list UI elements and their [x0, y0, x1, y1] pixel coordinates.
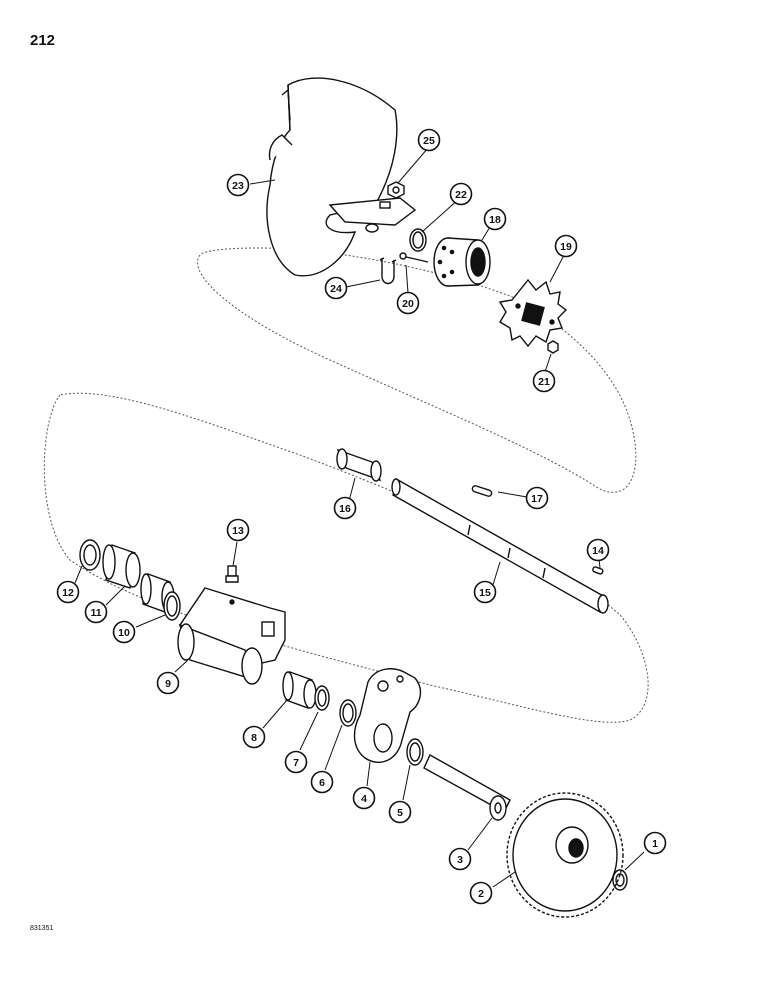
callout-24: 24: [324, 276, 348, 300]
callout-25-label: 25: [423, 135, 435, 147]
retaining-clip-part: [612, 869, 628, 891]
callout-4: 4: [352, 786, 376, 810]
small-nut-part: [547, 340, 559, 354]
auger-flighting-part: [266, 77, 417, 277]
callout-8-label: 8: [251, 732, 257, 744]
callout-19-label: 19: [560, 241, 572, 253]
needle-bearing-part: [282, 671, 317, 709]
callout-22: 22: [449, 182, 473, 206]
callout-5: 5: [388, 800, 412, 824]
upper-group-outline: [197, 247, 637, 493]
main-shaft-part: [391, 478, 609, 614]
lower-group-outline: [43, 392, 649, 723]
leader-lines: [74, 147, 645, 888]
nut-part: [387, 181, 405, 199]
bearing-ring-part: [163, 591, 181, 621]
callout-10-label: 10: [118, 627, 130, 639]
callout-9-label: 9: [165, 678, 171, 690]
callout-1-label: 1: [652, 838, 658, 850]
callout-7-label: 7: [293, 757, 299, 769]
callout-6-label: 6: [319, 777, 325, 789]
callout-3: 3: [448, 847, 472, 871]
shaft-key-part: [471, 485, 493, 497]
figure-code: 831351: [30, 925, 54, 932]
thrust-ring-part: [314, 685, 330, 711]
callout-17-label: 17: [531, 493, 543, 505]
callout-18: 18: [483, 207, 507, 231]
callout-17: 17: [525, 486, 549, 510]
callout-1: 1: [643, 831, 667, 855]
callout-10: 10: [112, 620, 136, 644]
sprocket-part: [498, 278, 568, 348]
callout-24-label: 24: [330, 283, 342, 295]
callout-7: 7: [284, 750, 308, 774]
callout-14: 14: [586, 538, 610, 562]
callout-12-label: 12: [62, 587, 74, 599]
callout-15: 15: [473, 580, 497, 604]
callout-25: 25: [417, 128, 441, 152]
hub-part: [433, 237, 491, 287]
callout-16-label: 16: [339, 503, 351, 515]
grease-fitting-part: [225, 565, 239, 583]
callout-6: 6: [310, 770, 334, 794]
callout-4-label: 4: [361, 793, 367, 805]
bolt-part: [399, 252, 429, 263]
callout-19: 19: [554, 234, 578, 258]
callout-18-label: 18: [489, 214, 501, 226]
retaining-ring-part: [409, 228, 427, 252]
bushing-sleeve-part: [336, 448, 382, 482]
callout-21: 21: [532, 369, 556, 393]
callout-15-label: 15: [479, 587, 491, 599]
u-bolt-part: [379, 257, 397, 285]
callout-9: 9: [156, 671, 180, 695]
housing-part: [177, 587, 286, 685]
spacer-washer-part: [489, 795, 507, 821]
small-key-part: [592, 566, 604, 575]
callout-5-label: 5: [397, 807, 403, 819]
callout-23-label: 23: [232, 180, 244, 192]
bearing-cup-part: [102, 544, 175, 613]
callout-23: 23: [226, 173, 250, 197]
callout-16: 16: [333, 496, 357, 520]
drive-sprocket-part: [506, 792, 624, 918]
crank-arm-part: [353, 668, 422, 763]
callout-2: 2: [469, 881, 493, 905]
callout-3-label: 3: [457, 854, 463, 866]
callout-20: 20: [396, 291, 420, 315]
callout-11: 11: [84, 600, 108, 624]
callout-13: 13: [226, 518, 250, 542]
page-number: 212: [30, 32, 56, 49]
callout-2-label: 2: [478, 888, 484, 900]
seal-part: [79, 539, 101, 571]
washer-part: [339, 699, 357, 727]
callout-14-label: 14: [592, 545, 604, 557]
callout-12: 12: [56, 580, 80, 604]
callout-22-label: 22: [455, 189, 467, 201]
snap-ring-part: [406, 738, 424, 766]
callout-11-label: 11: [90, 607, 101, 619]
callout-8: 8: [242, 725, 266, 749]
callout-20-label: 20: [402, 298, 414, 310]
callout-13-label: 13: [232, 525, 244, 537]
callout-21-label: 21: [538, 376, 550, 388]
